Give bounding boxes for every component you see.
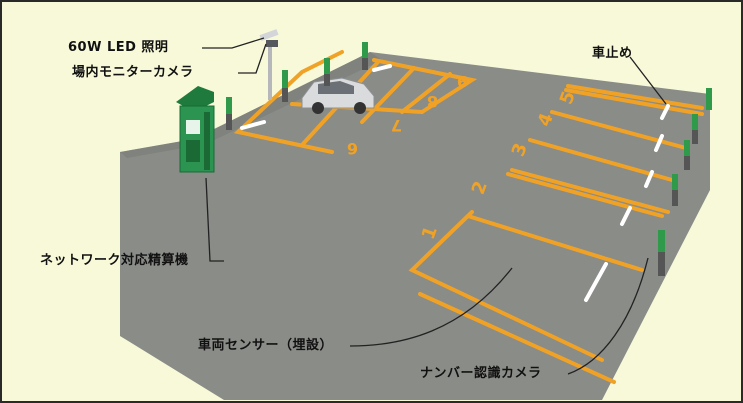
payment-machine	[176, 86, 215, 173]
space-number-6: 6	[347, 139, 358, 158]
bollards	[226, 42, 712, 276]
plate-camera-label: ナンバー認識カメラ	[420, 366, 542, 381]
space-number-9: 9	[457, 72, 468, 91]
space-number-8: 8	[427, 92, 438, 111]
monitor-camera-label: 場内モニターカメラ	[72, 65, 194, 80]
leader-lines	[202, 37, 667, 375]
led-light-pole	[259, 29, 279, 100]
asphalt-shade	[120, 52, 382, 158]
wheel-stops	[240, 64, 670, 302]
car-sensor-label: 車両センサー（埋設）	[198, 338, 334, 353]
wheel-stop-label: 車止め	[592, 46, 633, 61]
right-row-lines	[408, 84, 704, 384]
left-row-lines	[233, 50, 478, 154]
payment-machine-label: ネットワーク対応精算機	[40, 253, 189, 268]
space-number-7: 7	[391, 116, 402, 135]
parked-car	[301, 77, 375, 114]
lighting-label: 60W LED 照明	[68, 40, 169, 55]
